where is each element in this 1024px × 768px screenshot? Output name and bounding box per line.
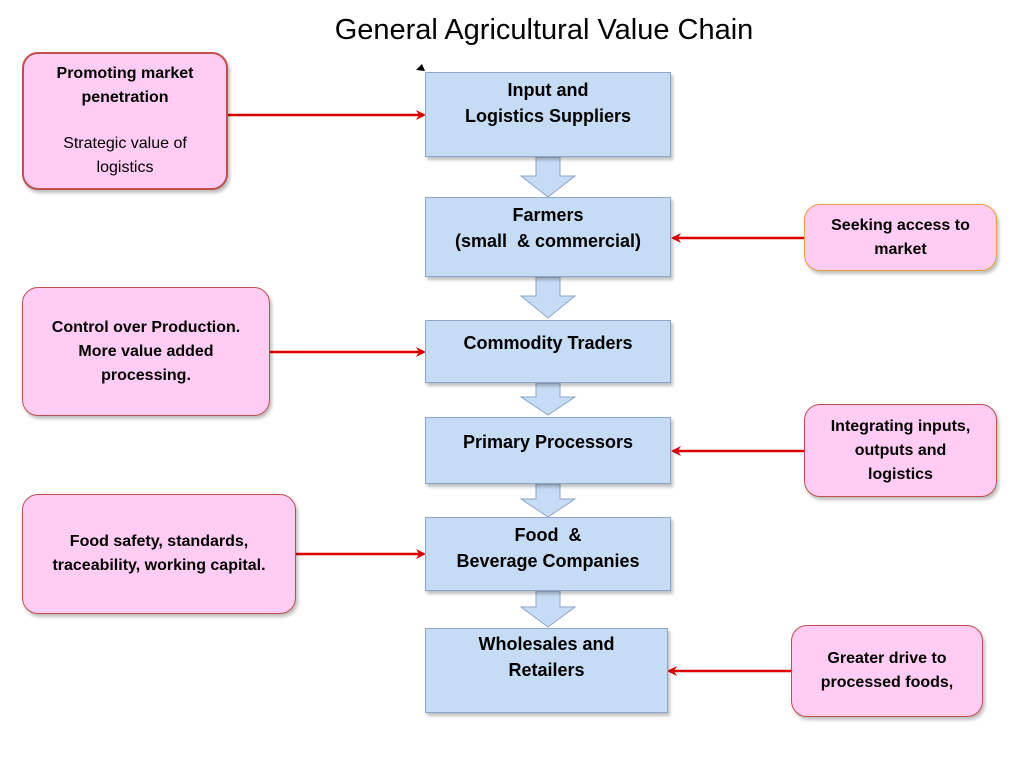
stage-commodity-traders: Commodity Traders	[425, 320, 671, 383]
stage-label-line: Beverage Companies	[456, 551, 640, 571]
stage-primary-processors: Primary Processors	[425, 417, 671, 484]
note-food-safety: Food safety, standards, traceability, wo…	[22, 494, 296, 614]
note-line: processing.	[101, 366, 191, 384]
stage-label-line: Primary Processors	[462, 432, 634, 452]
note-heading-line: penetration	[81, 89, 169, 106]
note-market-penetration: Promoting market penetration Strategic v…	[22, 52, 228, 190]
note-processed-foods: Greater drive to processed foods,	[791, 625, 983, 717]
note-line: traceability, working capital.	[52, 557, 266, 574]
note-line: processed foods,	[820, 674, 954, 691]
note-line: Integrating inputs,	[830, 417, 971, 435]
diagram-title: General Agricultural Value Chain	[334, 14, 754, 46]
small-pointer-icon	[416, 64, 425, 71]
down-arrow-4	[519, 483, 577, 518]
note-line: outputs and	[854, 441, 947, 459]
down-arrow-1	[519, 156, 577, 198]
stage-label-line: Input and	[507, 80, 589, 100]
note-line: Greater drive to	[827, 650, 947, 667]
stage-label-line: Logistics Suppliers	[464, 106, 632, 126]
note-line: Seeking access to	[831, 216, 970, 234]
note-production-control: Control over Production. More value adde…	[22, 287, 270, 416]
stage-farmers: Farmers (small & commercial)	[425, 197, 671, 277]
note-line: logistics	[868, 465, 933, 483]
stage-label-line: Commodity Traders	[463, 333, 633, 353]
down-arrow-5	[519, 590, 577, 628]
stage-label-line: (small & commercial)	[454, 231, 642, 251]
stage-label-line: Wholesales and	[478, 634, 615, 654]
down-arrow-2	[519, 276, 577, 319]
stage-wholesales-retailers: Wholesales and Retailers	[425, 628, 668, 713]
note-line: More value added	[78, 342, 214, 360]
down-arrow-3	[519, 382, 577, 416]
note-line: Food safety, standards,	[69, 533, 249, 550]
note-body-line: Strategic value of	[63, 135, 187, 152]
note-body-line: logistics	[96, 159, 154, 176]
stage-label-line: Farmers	[512, 205, 584, 225]
note-heading-line: Promoting market	[56, 65, 194, 82]
note-line: Control over Production.	[51, 318, 241, 336]
note-line: market	[874, 240, 927, 258]
note-market-access: Seeking access to market	[804, 204, 997, 271]
stage-label-line: Retailers	[508, 660, 585, 680]
stage-food-beverage-companies: Food & Beverage Companies	[425, 517, 671, 591]
note-integration: Integrating inputs, outputs and logistic…	[804, 404, 997, 497]
stage-label-line: Food &	[514, 525, 582, 545]
stage-input-logistics-suppliers: Input and Logistics Suppliers	[425, 72, 671, 157]
